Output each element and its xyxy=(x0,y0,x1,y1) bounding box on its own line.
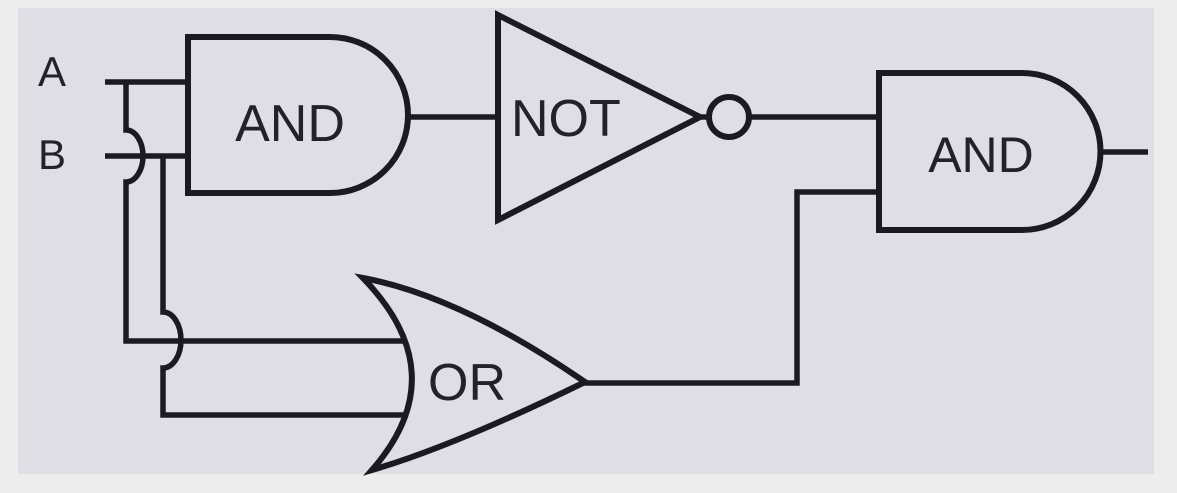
and1-gate-label: AND xyxy=(235,95,345,153)
not-gate-label: NOT xyxy=(511,90,621,148)
gate-and1: AND xyxy=(185,34,411,196)
gate-or: OR xyxy=(354,273,591,476)
input-a-label: A xyxy=(38,48,66,95)
and2-gate-label: AND xyxy=(928,127,1034,183)
input-b-label: B xyxy=(38,131,66,178)
and2-gate-body xyxy=(876,70,1104,233)
or-gate-body xyxy=(354,273,591,476)
and1-gate-body xyxy=(185,34,411,196)
gate-not: NOT xyxy=(495,10,752,225)
input-b-branch-wire xyxy=(160,156,404,418)
input-labels-group: A B xyxy=(38,48,66,178)
or-gate-label: OR xyxy=(428,354,506,412)
or-to-and2-wire xyxy=(578,189,890,386)
not-gate-bubble-icon xyxy=(706,94,752,140)
not-gate-body xyxy=(495,10,707,225)
gate-and2: AND xyxy=(876,70,1104,233)
input-a-branch-wire xyxy=(123,82,404,344)
